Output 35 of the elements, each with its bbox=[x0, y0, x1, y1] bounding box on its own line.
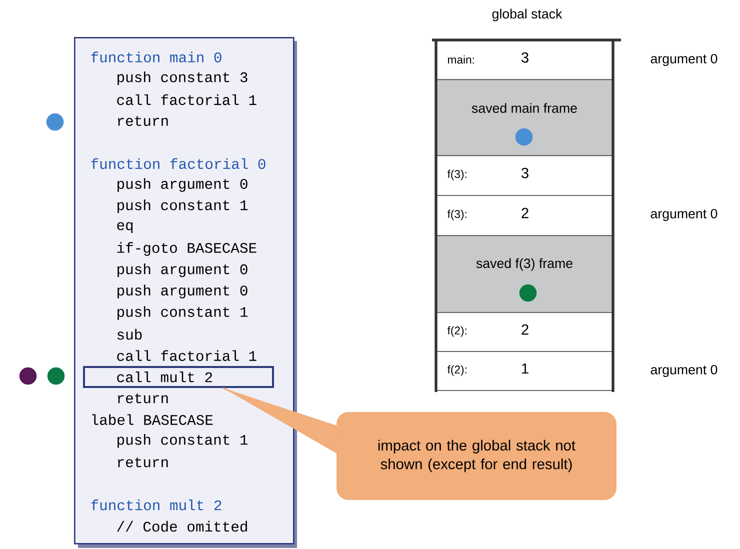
stack-cell: main: 3 bbox=[436, 40, 614, 80]
highlight-box: call mult 2 bbox=[83, 366, 274, 388]
code-line: call factorial 1 bbox=[117, 350, 256, 361]
code-line: push argument 0 bbox=[118, 284, 248, 298]
stack-title: global stack bbox=[492, 8, 562, 22]
side-label: argument 0 bbox=[650, 364, 718, 378]
stack-cell: saved main frame bbox=[436, 79, 614, 156]
side-label: argument 0 bbox=[650, 208, 718, 222]
code-line: if-goto BASECASE bbox=[117, 242, 256, 256]
stack-cell: saved f(3) frame bbox=[436, 235, 614, 314]
code-line: return bbox=[118, 393, 168, 404]
code-line: push constant 1 bbox=[118, 306, 248, 320]
stack-cell: f(2): 2 bbox=[436, 312, 614, 352]
code-line: call factorial 1 bbox=[117, 94, 256, 106]
stack-cell: f(3): 3 bbox=[436, 155, 614, 196]
code-line: push constant 1 bbox=[118, 434, 248, 448]
code-line: push constant 3 bbox=[118, 71, 248, 86]
code-line: push argument 0 bbox=[118, 178, 248, 192]
code-line: sub bbox=[117, 328, 142, 340]
code-line: function mult 2 bbox=[91, 500, 222, 510]
code-line: function main 0 bbox=[91, 52, 222, 62]
code-line: eq bbox=[117, 222, 133, 234]
code-panel bbox=[74, 37, 297, 548]
code-line: push argument 0 bbox=[118, 263, 248, 278]
callout-box: impact on the global stack not shown (except for end result) bbox=[336, 412, 616, 500]
side-label: argument 0 bbox=[650, 54, 718, 66]
callout-pointer bbox=[222, 387, 338, 454]
code-line: function factorial 0 bbox=[91, 158, 266, 169]
code-line: label BASECASE bbox=[92, 414, 213, 425]
stack-cell: f(2): 1 bbox=[436, 351, 614, 392]
code-line: return bbox=[118, 116, 168, 126]
stack-cell: f(3): 2 bbox=[436, 195, 614, 236]
code-line: // Code omitted bbox=[117, 520, 247, 532]
code-line: return bbox=[118, 457, 168, 468]
code-line: push constant 1 bbox=[118, 199, 248, 214]
